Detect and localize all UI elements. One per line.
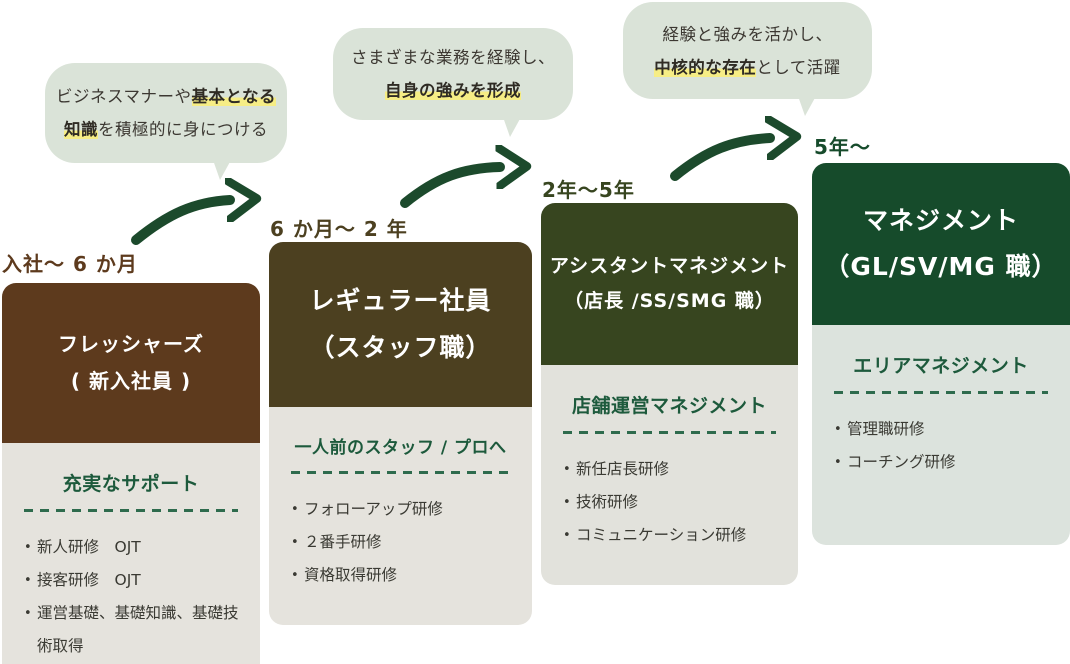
bubble-line: 自身の強みを形成 xyxy=(385,74,521,107)
bubble-highlight-text: 基本となる xyxy=(191,87,277,106)
speech-bubble-management: 経験と強みを活かし、 中核的な存在として活躍 xyxy=(623,2,872,116)
section-title: 充実なサポート xyxy=(62,473,200,495)
dashed-divider xyxy=(24,509,238,512)
list-item: コーチング研修 xyxy=(834,446,1050,479)
list-item: 新任店長研修 xyxy=(563,453,778,486)
dashed-divider xyxy=(563,431,776,434)
stage-header: アシスタントマネジメント （店長 /SS/SMG 職） xyxy=(541,203,798,365)
stage-card-management: マネジメント （GL/SV/MG 職） エリアマネジメント 管理職研修 コーチン… xyxy=(812,163,1070,545)
stage-title-line2: ( 新入社員 ) xyxy=(70,369,192,393)
bubble-line: さまざまな業務を経験し、 xyxy=(351,41,555,74)
bubble-tail xyxy=(503,117,521,137)
bubble-highlight-text: 中核的な存在 xyxy=(654,57,757,77)
stage-body: 充実なサポート 新人研修 OJT 接客研修 OJT 運営基礎、基礎知識、基礎技術… xyxy=(2,443,260,664)
training-list: 新任店長研修 技術研修 コミュニケーション研修 xyxy=(561,453,778,552)
stage-title-line2: （店長 /SS/SMG 職） xyxy=(564,290,775,312)
stage-card-freshers: フレッシャーズ ( 新入社員 ) 充実なサポート 新人研修 OJT 接客研修 O… xyxy=(2,283,260,664)
stage-header: マネジメント （GL/SV/MG 職） xyxy=(812,163,1070,325)
stage-title-line2: （スタッフ職） xyxy=(309,332,492,362)
stage-title-line1: レギュラー社員 xyxy=(309,286,492,316)
stage-body: 一人前のスタッフ / プロへ フォローアップ研修 ２番手研修 資格取得研修 xyxy=(269,407,532,625)
speech-bubble-freshers: ビジネスマナーや基本となる 知識を積極的に身につける xyxy=(45,63,287,180)
bubble-line: 中核的な存在として活躍 xyxy=(654,51,841,84)
stage-card-regular: レギュラー社員 （スタッフ職） 一人前のスタッフ / プロへ フォローアップ研修… xyxy=(269,242,532,625)
stage-title-line2: （GL/SV/MG 職） xyxy=(824,252,1058,281)
list-item: 運営基礎、基礎知識、基礎技術取得 xyxy=(24,597,240,663)
period-label-stage4: 5年〜 xyxy=(814,135,871,159)
dashed-divider xyxy=(291,471,510,474)
bubble-tail xyxy=(213,160,231,180)
bubble-text: ビジネスマナーや xyxy=(55,87,192,106)
stage-title-line1: マネジメント xyxy=(862,205,1019,235)
dashed-divider xyxy=(834,391,1048,394)
training-list: 新人研修 OJT 接客研修 OJT 運営基礎、基礎知識、基礎技術取得 xyxy=(22,531,240,663)
bubble-text: として活躍 xyxy=(756,57,841,77)
list-item: ２番手研修 xyxy=(291,526,512,559)
bubble-text: 経験と強みを活かし、 xyxy=(662,24,833,44)
arrow-stage1-to-stage2 xyxy=(131,200,230,245)
stage-body: 店舗運営マネジメント 新任店長研修 技術研修 コミュニケーション研修 xyxy=(541,365,798,585)
arrow-stage3-to-stage4 xyxy=(670,138,770,181)
list-item: 資格取得研修 xyxy=(291,559,512,592)
list-item: 接客研修 OJT xyxy=(24,564,240,597)
arrow-stage2-to-stage3 xyxy=(400,167,500,208)
bubble-highlight-text: 知識 xyxy=(64,120,98,139)
list-item: フォローアップ研修 xyxy=(291,493,512,526)
period-label-stage1: 入社〜 6 か月 xyxy=(2,252,138,276)
bubble-text: さまざまな業務を経験し、 xyxy=(351,48,555,67)
stage-title-line1: アシスタントマネジメント xyxy=(549,254,790,277)
bubble-highlight-text: 自身の強みを形成 xyxy=(385,81,521,100)
bubble-tail xyxy=(798,96,816,116)
stage-body: エリアマネジメント 管理職研修 コーチング研修 xyxy=(812,325,1070,545)
list-item: 技術研修 xyxy=(563,486,778,519)
list-item: コミュニケーション研修 xyxy=(563,519,778,552)
bubble-line: ビジネスマナーや基本となる xyxy=(55,80,277,113)
bubble-line: 知識を積極的に身につける xyxy=(64,113,268,146)
training-list: 管理職研修 コーチング研修 xyxy=(832,413,1050,479)
period-label-stage3: 2年〜5年 xyxy=(542,178,635,202)
period-label-stage2: 6 か月〜 2 年 xyxy=(270,217,408,241)
bubble-text: を積極的に身につける xyxy=(98,120,268,139)
stage-header: レギュラー社員 （スタッフ職） xyxy=(269,242,532,407)
training-list: フォローアップ研修 ２番手研修 資格取得研修 xyxy=(289,493,512,592)
section-title: 一人前のスタッフ / プロへ xyxy=(294,438,507,458)
section-title: 店舗運営マネジメント xyxy=(571,395,767,417)
speech-bubble-regular: さまざまな業務を経験し、 自身の強みを形成 xyxy=(333,28,573,137)
list-item: 新人研修 OJT xyxy=(24,531,240,564)
stage-title-line1: フレッシャーズ xyxy=(58,332,204,356)
bubble-line: 経験と強みを活かし、 xyxy=(663,18,833,51)
section-title: エリアマネジメント xyxy=(853,355,1029,377)
stage-card-assistant-management: アシスタントマネジメント （店長 /SS/SMG 職） 店舗運営マネジメント 新… xyxy=(541,203,798,585)
list-item: 管理職研修 xyxy=(834,413,1050,446)
stage-header: フレッシャーズ ( 新入社員 ) xyxy=(2,283,260,443)
